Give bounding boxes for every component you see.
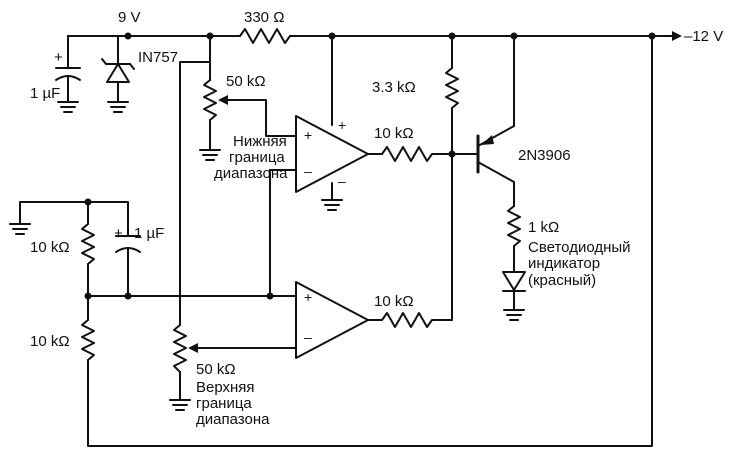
voltage-divider bbox=[9, 35, 653, 447]
label-led-2: индикатор bbox=[528, 255, 600, 272]
label-led-1: Светодиодный bbox=[528, 239, 631, 256]
resistor-10k-bottom bbox=[367, 312, 453, 328]
label-cap-mid: 1 µF bbox=[134, 225, 164, 242]
opamp-top-plus: + bbox=[304, 127, 312, 143]
label-upper-limit-3: диапазона bbox=[196, 411, 270, 428]
label-10k-top: 10 kΩ bbox=[374, 125, 414, 142]
opamp-top-vminus: – bbox=[338, 173, 346, 189]
label-pot-bottom: 50 kΩ bbox=[196, 361, 236, 378]
label-3k3: 3.3 kΩ bbox=[372, 79, 416, 96]
op-amp-top bbox=[269, 35, 369, 211]
opamp-top-minus: – bbox=[304, 163, 312, 179]
label-9v: 9 V bbox=[118, 9, 141, 26]
label-transistor: 2N3906 bbox=[518, 147, 571, 164]
potentiometer-top bbox=[199, 35, 297, 161]
label-lower-limit-1: Нижняя bbox=[233, 133, 287, 150]
label-upper-limit-1: Верхняя bbox=[196, 379, 255, 396]
junction-dot bbox=[124, 292, 132, 300]
label-neg-12v: –12 V bbox=[684, 28, 723, 45]
label-pot-top: 50 kΩ bbox=[226, 73, 266, 90]
label-10k-bottom: 10 kΩ bbox=[374, 293, 414, 310]
resistor-330 bbox=[239, 28, 295, 44]
label-10k-left-top: 10 kΩ bbox=[30, 239, 70, 256]
led-red bbox=[502, 271, 526, 321]
cap-mid-plus-sign: + bbox=[114, 225, 123, 242]
label-10k-left-bottom: 10 kΩ bbox=[30, 333, 70, 350]
top-rail bbox=[67, 31, 682, 41]
junction-dot bbox=[124, 32, 132, 40]
zener-diode bbox=[101, 35, 135, 113]
op-amp-bottom bbox=[269, 169, 369, 359]
label-lower-limit-3: диапазона bbox=[214, 165, 288, 182]
opamp-bottom-minus: – bbox=[304, 329, 312, 345]
label-upper-limit-2: граница bbox=[196, 395, 252, 412]
junction-dot bbox=[84, 198, 92, 206]
resistor-3k3 bbox=[445, 35, 459, 321]
cap-plus-sign: + bbox=[54, 49, 63, 66]
opamp-bottom-plus: + bbox=[304, 289, 312, 305]
label-330-ohm: 330 Ω bbox=[244, 9, 284, 26]
capacitor-top bbox=[55, 35, 81, 113]
label-cap-top: 1 µF bbox=[30, 85, 60, 102]
label-lower-limit-2: граница bbox=[229, 149, 285, 166]
label-zener: IN757 bbox=[138, 49, 178, 66]
resistor-10k-top bbox=[367, 146, 453, 162]
opamp-top-vplus: + bbox=[338, 117, 346, 133]
wire-to-lower-pot bbox=[169, 61, 297, 411]
junction-dot bbox=[84, 292, 92, 300]
label-1k: 1 kΩ bbox=[528, 219, 559, 236]
label-led-3: (красный) bbox=[528, 272, 596, 289]
transistor-pnp bbox=[451, 35, 515, 207]
resistor-1k bbox=[507, 205, 521, 273]
